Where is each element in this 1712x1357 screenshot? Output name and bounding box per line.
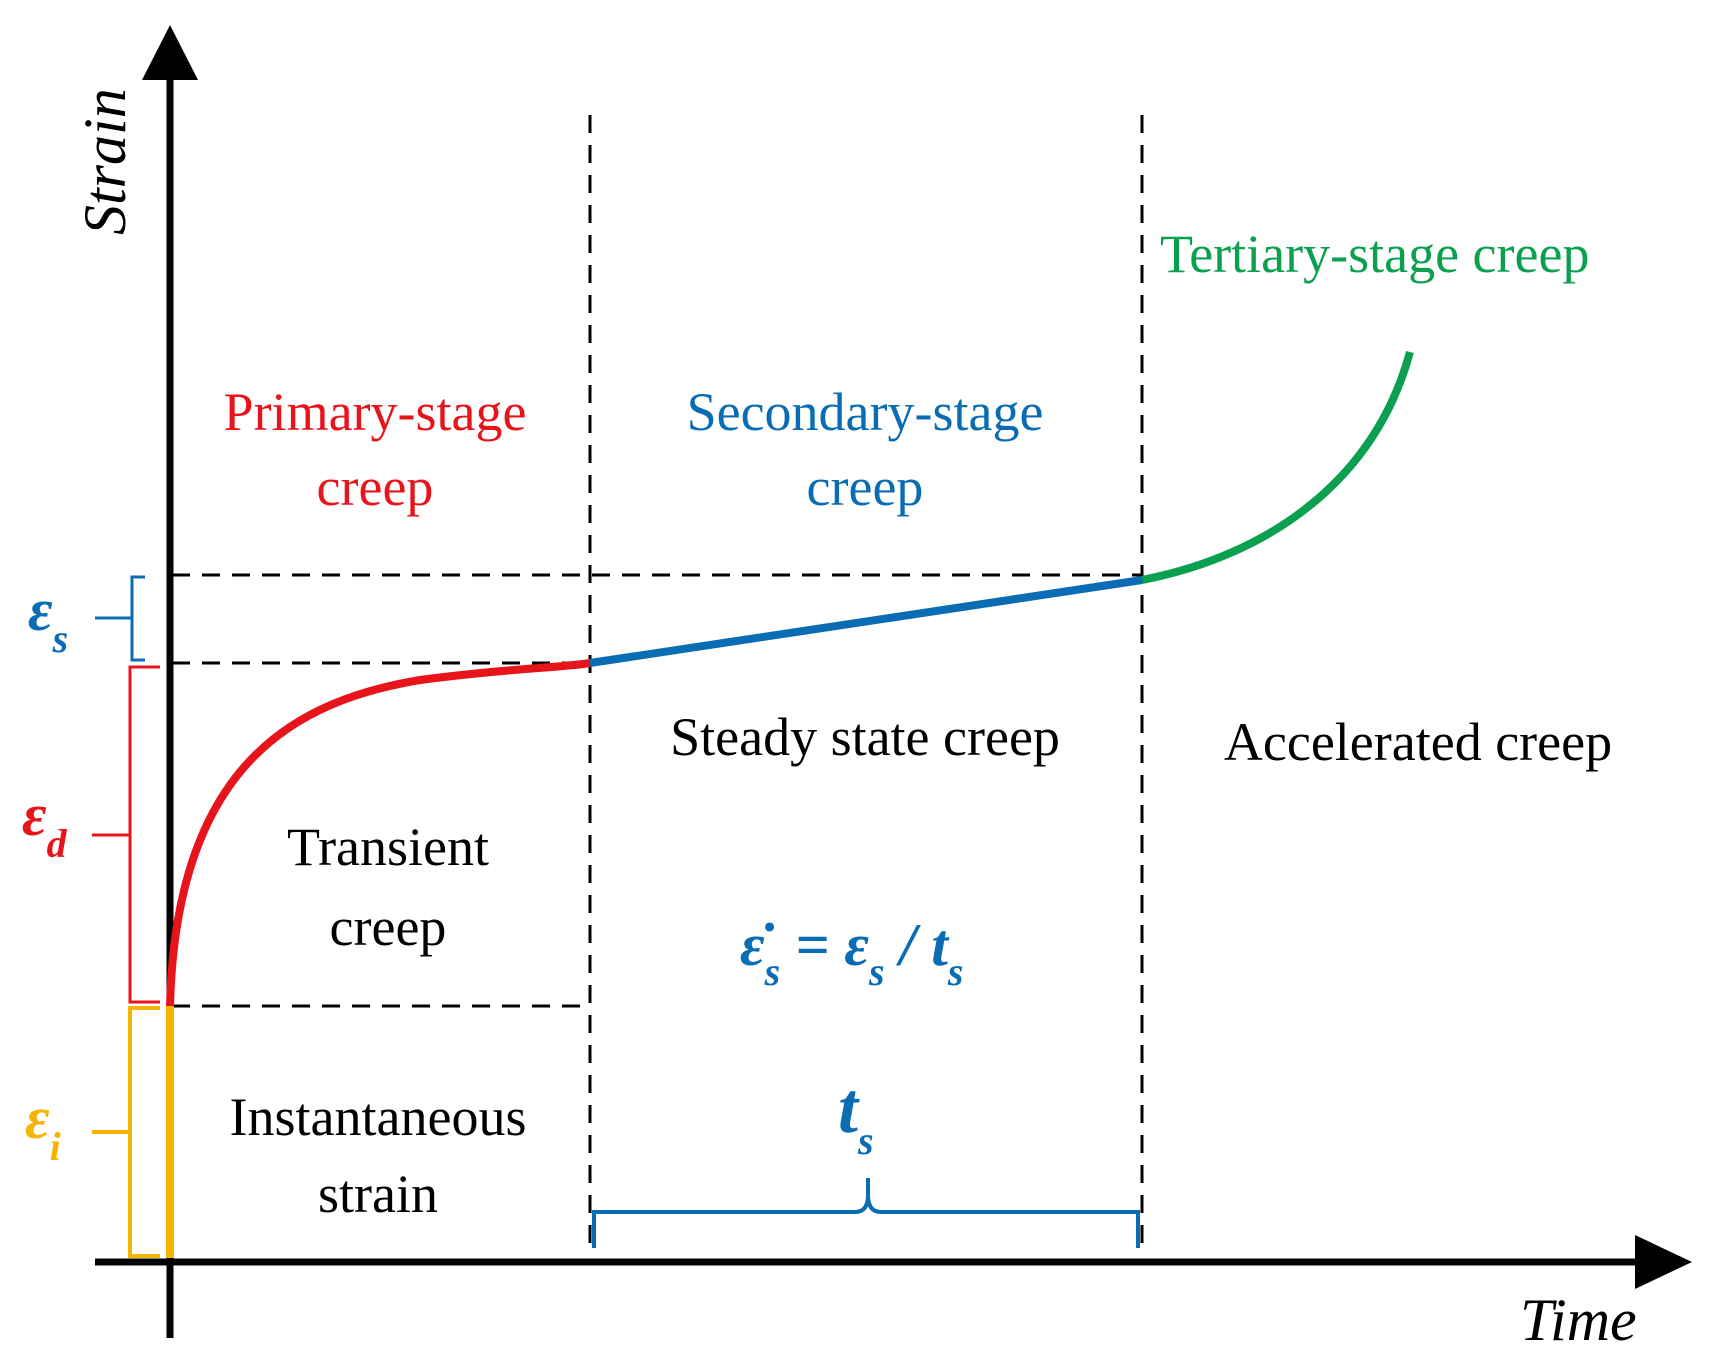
strain-rate-formula: ε̇s = εs / ts xyxy=(740,912,964,994)
primary-stage-label-line1: Primary-stage xyxy=(224,382,527,442)
instantaneous-label-line2: strain xyxy=(318,1164,438,1224)
eps-d-brace xyxy=(118,665,160,1004)
transient-label-line1: Transient xyxy=(287,817,489,877)
ts-symbol: ts xyxy=(838,1068,874,1163)
y-axis-arrowhead xyxy=(142,25,198,80)
guide-lines xyxy=(172,115,1144,1250)
ts-brace xyxy=(592,1178,1140,1248)
x-axis-label: Time xyxy=(1520,1287,1637,1353)
primary-creep-curve xyxy=(166,659,591,1007)
y-axis-label: Strain xyxy=(72,88,138,235)
eps-i-brace xyxy=(118,1006,160,1258)
transient-label-line2: creep xyxy=(330,897,447,957)
steady-state-label: Steady state creep xyxy=(670,707,1060,767)
tertiary-stage-label: Tertiary-stage creep xyxy=(1160,224,1589,284)
eps-i-symbol: εi xyxy=(25,1085,61,1169)
x-axis-arrowhead xyxy=(1635,1235,1692,1289)
accelerated-label: Accelerated creep xyxy=(1224,712,1612,772)
eps-s-symbol: εs xyxy=(28,577,68,661)
tertiary-creep-curve xyxy=(1141,350,1414,584)
secondary-stage-label-line1: Secondary-stage xyxy=(687,382,1044,442)
eps-s-brace xyxy=(118,575,145,662)
eps-d-symbol: εd xyxy=(22,782,68,866)
secondary-stage-label-line2: creep xyxy=(807,457,924,517)
primary-stage-label-line2: creep xyxy=(317,457,434,517)
instantaneous-label-line1: Instantaneous xyxy=(230,1087,527,1147)
secondary-creep-line xyxy=(589,576,1143,667)
